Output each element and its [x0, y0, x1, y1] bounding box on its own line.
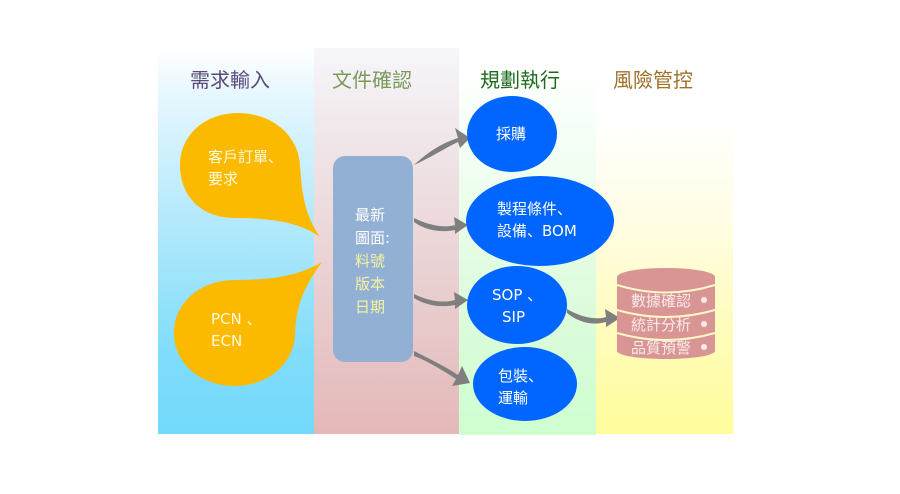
ellipse-packing	[473, 347, 577, 421]
arrow-to-packing	[414, 351, 470, 386]
heading-demand-input: 需求輸入	[190, 68, 270, 92]
input-pcn-text: PCN 、 ECN	[211, 308, 262, 352]
input-bubble-orders	[180, 113, 320, 237]
exec-purchase-line-1: 採購	[496, 125, 527, 143]
arrow-to-process	[414, 217, 468, 234]
document-line-drawing: 圖面:	[355, 229, 391, 247]
exec-purchase-text: 採購	[496, 123, 526, 145]
exec-sop-line-1: SOP 、	[492, 286, 543, 304]
risk-item-data-confirm: 數據確認	[631, 292, 692, 310]
database-icon	[616, 268, 716, 359]
input-orders-line-1: 客戶訂單、	[208, 148, 284, 166]
input-pcn-line-1: PCN 、	[211, 310, 262, 328]
risk-item-statistics: 統計分析	[631, 316, 692, 334]
document-line-part-no: 料號	[355, 252, 386, 270]
exec-process-text: 製程條件、 設備、BOM	[497, 198, 577, 242]
exec-process-line-2: 設備、BOM	[497, 222, 577, 240]
ellipse-sop	[467, 266, 567, 344]
input-pcn-line-2: ECN	[211, 332, 243, 350]
input-bubble-pcn	[174, 262, 322, 386]
arrow-to-purchase	[414, 128, 470, 165]
document-text: 最新 圖面: 料號 版本 日期	[355, 204, 390, 319]
heading-plan-execute: 規劃執行	[480, 68, 560, 92]
input-orders-line-2: 要求	[208, 170, 239, 188]
risk-item-quality-alert: 品質預警	[631, 339, 692, 357]
ellipse-purchase	[467, 96, 557, 172]
document-line-date: 日期	[355, 298, 386, 316]
document-line-latest: 最新	[355, 206, 386, 224]
input-orders-text: 客戶訂單、 要求	[208, 146, 283, 190]
document-box	[333, 156, 413, 362]
document-line-version: 版本	[355, 275, 386, 293]
arrow-to-risk-db	[567, 309, 620, 327]
exec-packing-line-1: 包裝、	[498, 367, 544, 385]
exec-process-line-1: 製程條件、	[497, 200, 573, 218]
exec-sop-line-2: SIP	[502, 308, 525, 326]
heading-risk-control: 風險管控	[613, 68, 693, 92]
ellipse-process	[466, 176, 614, 266]
exec-packing-line-2: 運輸	[498, 389, 529, 407]
exec-packing-text: 包裝、 運輸	[498, 365, 543, 409]
arrow-to-sop	[414, 292, 468, 309]
heading-document-confirm: 文件確認	[332, 68, 412, 92]
exec-sop-text: SOP 、 SIP	[492, 284, 542, 328]
